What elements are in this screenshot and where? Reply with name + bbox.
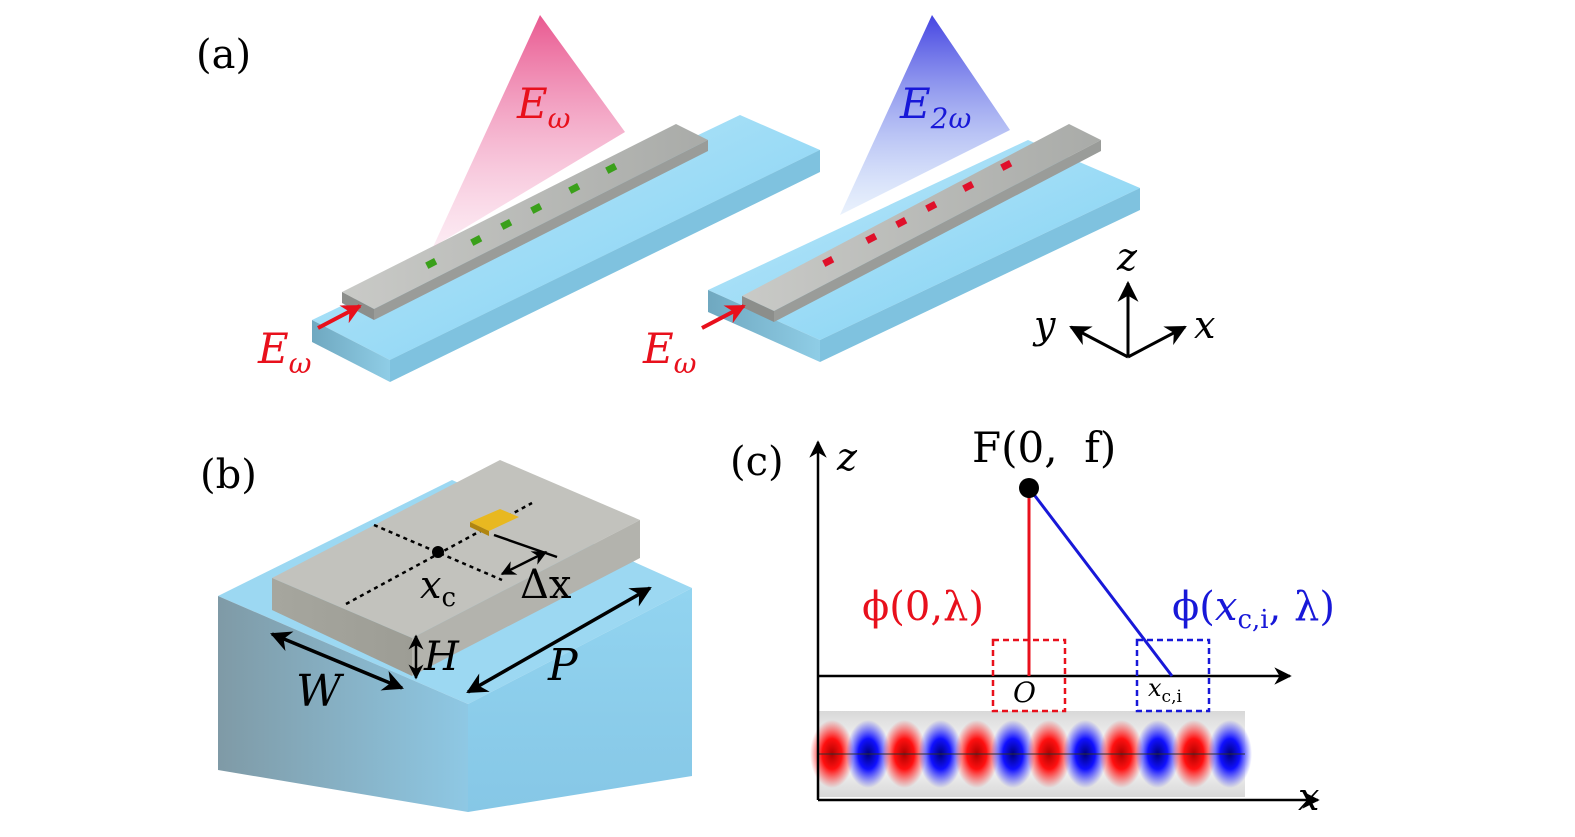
c-phi0-label: ϕ(0,λ) (862, 584, 984, 630)
panel-b: (b) xc Δx H W P (200, 452, 692, 812)
c-blue-line (1027, 487, 1174, 677)
right-waveguide-top (742, 124, 1101, 311)
panel-c: (c) z x F(0, f) ϕ(0,λ) ϕ(xc,i, λ) O xc,i (730, 423, 1335, 819)
c-focus-point (1019, 478, 1039, 498)
left-waveguide-side (374, 140, 708, 320)
c-focus-label: F(0, f) (972, 423, 1116, 472)
b-gold-pad (470, 509, 519, 531)
b-dx-label: Δx (520, 562, 572, 608)
left-green-dots (425, 163, 618, 269)
green-dot (605, 163, 618, 174)
c-z-label: z (836, 435, 858, 479)
panel-a-label: (a) (196, 32, 251, 78)
left-beam-label: Eω (516, 79, 571, 135)
right-waveguide-side (774, 140, 1101, 322)
red-dot (925, 201, 938, 212)
b-h-label: H (423, 634, 460, 680)
red-dot (895, 217, 908, 228)
x-axis-arrow (1127, 325, 1187, 359)
green-dot (568, 183, 581, 194)
red-dot (1000, 160, 1013, 171)
b-p-label: P (547, 640, 579, 691)
green-dot (500, 219, 513, 230)
x-axis-label: x (1194, 303, 1215, 347)
left-substrate-front (312, 320, 390, 382)
b-p-arrow (466, 586, 652, 694)
xyz-axes (1069, 280, 1187, 359)
green-dot (425, 258, 438, 269)
left-device (312, 15, 820, 382)
z-axis-label: z (1116, 235, 1138, 279)
c-red-dashed-box (991, 638, 1067, 713)
right-input-arrow (701, 304, 746, 330)
b-gold-pad-edge (470, 522, 489, 536)
b-block-top (272, 460, 640, 638)
c-xci-label: xc,i (1148, 674, 1182, 707)
b-w-arrow (270, 631, 404, 691)
b-dx-arrow (500, 550, 548, 576)
right-substrate-side (820, 188, 1140, 362)
red-dot (822, 256, 835, 267)
red-dot (865, 233, 878, 244)
panel-c-label: (c) (730, 439, 784, 485)
right-input-label: Eω (642, 324, 697, 380)
left-substrate-top (312, 115, 820, 360)
left-substrate-side (390, 150, 820, 382)
c-blue-dashed-box (1135, 638, 1211, 713)
green-dot (530, 203, 543, 214)
b-w-label: W (296, 666, 345, 717)
right-waveguide-front (742, 296, 774, 322)
b-center-point (432, 546, 444, 558)
right-beam-label: E2ω (899, 79, 971, 135)
red-dot (962, 181, 975, 192)
right-red-dots (822, 160, 1013, 267)
left-emission-cone (433, 15, 625, 247)
y-axis-arrow (1069, 325, 1129, 359)
panel-b-label: (b) (200, 452, 257, 498)
c-origin-label: O (1013, 676, 1036, 709)
left-input-arrow (317, 304, 362, 330)
panel-a: (a) Eω Eω (196, 15, 1215, 382)
b-xc-label: xc (420, 563, 456, 613)
green-dot (470, 235, 483, 246)
right-device (701, 15, 1140, 362)
y-axis-label: y (1032, 303, 1056, 347)
c-phixc-label: ϕ(xc,i, λ) (1172, 584, 1335, 635)
left-input-label: Eω (257, 324, 312, 380)
c-x-label: x (1298, 775, 1319, 819)
right-emission-cone (840, 15, 1010, 215)
